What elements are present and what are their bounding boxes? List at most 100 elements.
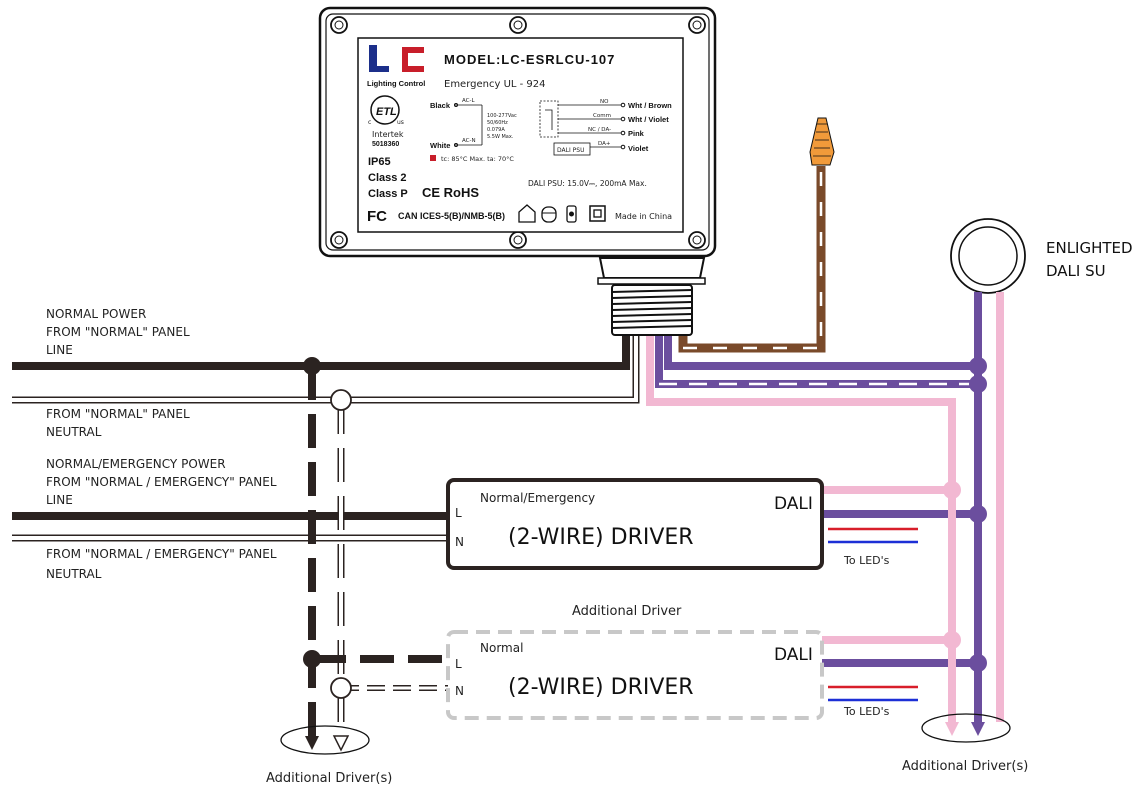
normal-line-label-2: FROM "NORMAL" PANEL [46,325,190,339]
driver1-to-leds: To LED's [843,554,890,567]
intertek-label: Intertek [372,130,404,139]
lc-logo-icon: Lighting Control [367,45,425,88]
driver1-dali: DALI [774,494,813,514]
intertek-number: 5018360 [372,141,399,148]
brown-wire [678,166,826,353]
svg-text:0.079A: 0.079A [487,127,505,133]
ip-rating: IP65 [368,156,391,168]
svg-text:NO: NO [600,99,609,105]
emerg-line-label-2: FROM "NORMAL / EMERGENCY" PANEL [46,475,277,489]
luminaire-icon [541,206,557,223]
class2-label: Class 2 [368,172,407,184]
driver2-box [446,630,824,720]
driver2-dali: DALI [774,645,813,665]
driver2-mode: Normal [480,641,523,655]
svg-text:us: us [397,119,404,126]
junction-dot [303,650,321,668]
enlighted-sensor [950,218,1026,294]
screw-icon [509,16,527,34]
wire-nut-icon [809,117,835,166]
emerg-line-label-1: NORMAL/EMERGENCY POWER [46,457,226,471]
junction-dot [330,389,352,411]
double-insulation-icon [589,205,606,222]
driver1-title: (2-WIRE) DRIVER [508,525,694,550]
screw-icon [509,231,527,249]
driver2-n: N [455,684,464,698]
classp-label: Class P [368,188,408,200]
driver2-l: L [455,657,462,671]
driver2-to-leds: To LED's [843,705,890,718]
additional-drivers-right: Additional Driver(s) [902,759,1028,774]
driver1-l: L [455,506,462,520]
violet-label: Violet [628,144,649,153]
conduit-fitting [597,257,706,336]
fcc-logo-icon: FC [367,208,387,225]
junction-dot [969,357,987,375]
screw-icon [688,16,706,34]
additional-driver-ellipse-right [921,713,1011,743]
wht-violet-label: Wht / Violet [628,115,669,124]
sensor-label-line1: ENLIGHTED [1046,239,1133,257]
svg-text:DALI PSU: DALI PSU [557,147,584,154]
emerg-neutral-label-1: FROM "NORMAL / EMERGENCY" PANEL [46,547,277,561]
emerg-neutral-label-2: NEUTRAL [46,567,102,581]
etl-mark-icon: ETL c us [368,95,404,126]
junction-dot [969,375,987,393]
made-in-label: Made in China [615,212,672,221]
svg-text:5.5W Max.: 5.5W Max. [487,134,514,140]
driver2-caption: Additional Driver [572,604,682,619]
indoor-house-icon [518,204,536,223]
junction-dot [943,631,961,649]
normal-line-wire [12,336,630,370]
driver1-box [446,478,824,570]
screw-icon [330,16,348,34]
junction-dot [303,357,321,375]
svg-text:ETL: ETL [376,106,397,118]
model-label: MODEL:LC-ESRLCU-107 [444,52,615,67]
svg-text:DA+: DA+ [598,141,611,147]
normal-line-label-1: NORMAL POWER [46,307,146,321]
emerg-line-label-3: LINE [46,493,73,507]
junction-dot [969,505,987,523]
logo-text: Lighting Control [367,79,425,88]
white-label: White [430,141,450,150]
black-label: Black [430,101,451,110]
violet-white-wire [655,336,978,388]
temp-label: tc: 85°C Max. ta: 70°C [441,155,514,163]
additional-drivers-left: Additional Driver(s) [266,771,392,786]
svg-text:100-277Vac: 100-277Vac [487,113,517,119]
arrow-down-icon [305,736,319,750]
svg-text:Comm: Comm [593,113,611,119]
svg-text:AC-L: AC-L [462,98,475,104]
sensor-label-line2: DALI SU [1046,262,1106,280]
additional-driver-ellipse-left [280,725,370,755]
ices-label: CAN ICES-5(B)/NMB-5(B) [398,211,505,221]
driver1-n: N [455,535,464,549]
dali-psu-label: DALI PSU: 15.0V⎓, 200mA Max. [528,179,647,188]
junction-dot [330,677,352,699]
driver2-title: (2-WIRE) DRIVER [508,675,694,700]
svg-text:c: c [368,119,371,126]
junction-dot [969,654,987,672]
controller-unit: Lighting Control MODEL:LC-ESRLCU-107 Eme… [318,6,717,258]
screw-icon [330,231,348,249]
svg-text:AC-N: AC-N [462,138,476,144]
wht-brown-label: Wht / Brown [628,101,672,110]
arrow-down-icon [971,722,985,736]
pink-label: Pink [628,129,645,138]
ce-rohs-label: CE RoHS [422,185,479,200]
normal-neutral-label-1: FROM "NORMAL" PANEL [46,407,190,421]
sensor-icon [566,205,577,223]
normal-neutral-wire [12,336,640,404]
subtitle-label: Emergency UL - 924 [444,79,546,90]
junction-dot [943,481,961,499]
arrow-down-icon [332,735,350,752]
svg-text:NC / DA-: NC / DA- [588,127,611,133]
normal-neutral-label-2: NEUTRAL [46,425,102,439]
driver1-mode: Normal/Emergency [480,491,595,505]
arrow-down-icon [945,722,959,736]
svg-text:50/60Hz: 50/60Hz [487,120,508,126]
normal-line-label-3: LINE [46,343,73,357]
screw-icon [688,231,706,249]
